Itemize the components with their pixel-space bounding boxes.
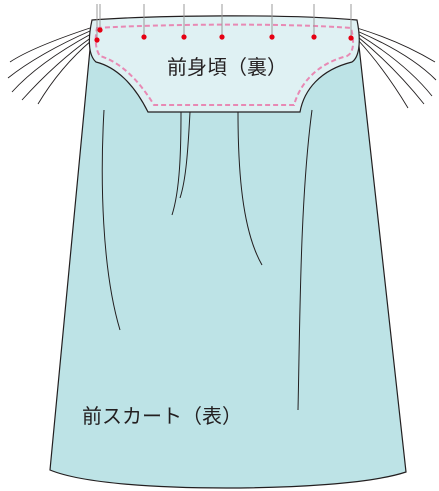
pin-4	[219, 4, 225, 40]
pin-3	[181, 4, 187, 40]
front-skirt-label: 前スカート（表）	[82, 404, 242, 428]
pin-1	[94, 4, 100, 43]
gather-lines-left	[7, 27, 93, 105]
stitch-line	[94, 23, 355, 106]
front-bodice-label: 前身頃（裏）	[167, 55, 287, 79]
pin-8	[97, 4, 103, 33]
skirt-drape-lines	[101, 109, 313, 411]
pin-2	[141, 4, 147, 40]
gather-lines-right	[356, 27, 437, 109]
pin-6	[311, 4, 317, 40]
front-skirt-panel	[49, 27, 407, 489]
pin-5	[269, 4, 275, 40]
front-bodice-panel	[88, 15, 360, 113]
pins	[94, 4, 354, 43]
pin-7	[348, 4, 354, 41]
